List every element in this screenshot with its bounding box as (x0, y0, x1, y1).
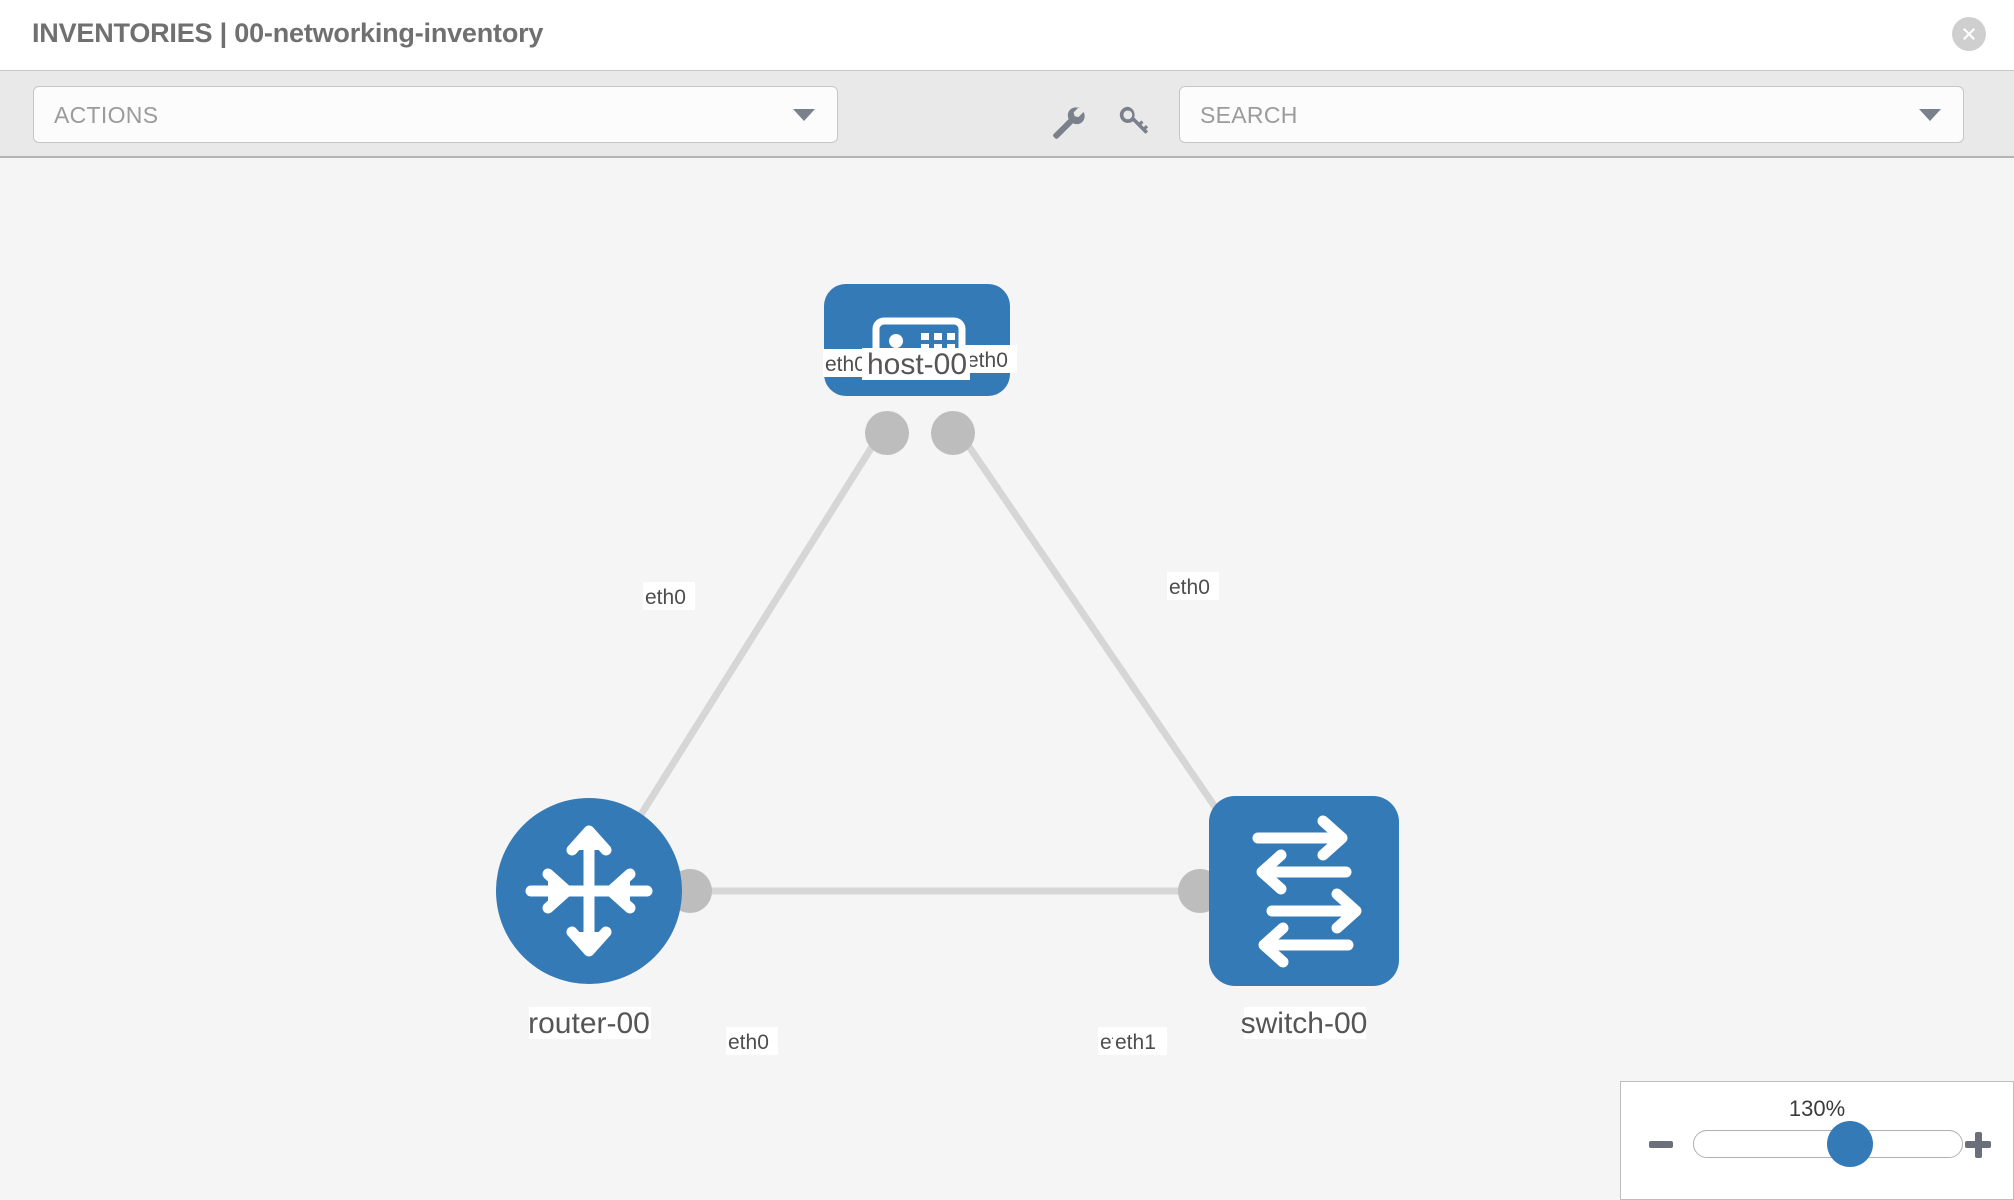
connector-host00-left[interactable] (865, 411, 909, 455)
close-icon (1963, 28, 1975, 40)
edge-label-switch00-eth1-left: eth1 (1115, 1031, 1156, 1054)
toolbar: ACTIONS SEARCH (0, 70, 2014, 158)
search-placeholder: SEARCH (1200, 102, 1298, 128)
node-router-00[interactable] (496, 798, 682, 984)
edge-label-host00-eth0-right: eth0 (967, 349, 1008, 372)
link-host00-switch00[interactable] (952, 424, 1246, 850)
zoom-control-panel: 130% (1620, 1081, 2014, 1200)
router-icon (525, 825, 653, 957)
page-header: INVENTORIES | 00-networking-inventory (0, 0, 2014, 70)
node-label-switch-00: switch-00 (1241, 1007, 1368, 1040)
zoom-out-button[interactable] (1649, 1132, 1675, 1158)
key-button[interactable] (1115, 103, 1153, 146)
node-label-host-00: host-00 (867, 348, 967, 381)
node-switch-00-shape[interactable] (1209, 796, 1399, 986)
topology-canvas[interactable]: eth0 eth0 eth0 eth0 eth0 eth0 eth1 host-… (0, 158, 2014, 1200)
edge-label-router00-eth0-up: eth0 (645, 586, 686, 609)
node-switch-00[interactable] (1209, 796, 1399, 986)
key-icon (1119, 106, 1149, 134)
wrench-icon (1053, 107, 1085, 139)
wrench-button[interactable] (1048, 103, 1086, 146)
search-input[interactable]: SEARCH (1179, 86, 1964, 143)
switch-icon (1252, 815, 1362, 968)
page-title: INVENTORIES | 00-networking-inventory (32, 18, 544, 48)
edge-label-host00-eth0-left: eth0 (825, 353, 866, 376)
zoom-level-value: 130% (1788, 1096, 1846, 1121)
actions-dropdown[interactable]: ACTIONS (33, 86, 838, 143)
close-button[interactable] (1952, 17, 1986, 51)
zoom-in-button[interactable] (1965, 1132, 1991, 1158)
chevron-down-icon[interactable] (1919, 108, 1941, 121)
node-label-router-00: router-00 (528, 1007, 650, 1040)
actions-dropdown-label: ACTIONS (54, 102, 159, 128)
edge-label-router00-eth0-right: eth0 (728, 1031, 769, 1054)
links-layer (617, 424, 1246, 895)
edge-label-switch00-eth0-up: eth0 (1169, 576, 1210, 599)
edge-labels-layer: eth0 eth0 eth0 eth0 eth0 eth0 eth1 (643, 345, 1219, 1055)
node-labels-layer: host-00 router-00 switch-00 (528, 348, 1367, 1040)
link-host00-router00[interactable] (617, 424, 888, 850)
connectors-layer (668, 411, 1259, 913)
chevron-down-icon (793, 108, 815, 121)
zoom-slider-thumb[interactable] (1827, 1121, 1874, 1167)
topology-graph: eth0 eth0 eth0 eth0 eth0 eth0 eth1 host-… (496, 284, 1399, 1055)
connector-host00-right[interactable] (931, 411, 975, 455)
